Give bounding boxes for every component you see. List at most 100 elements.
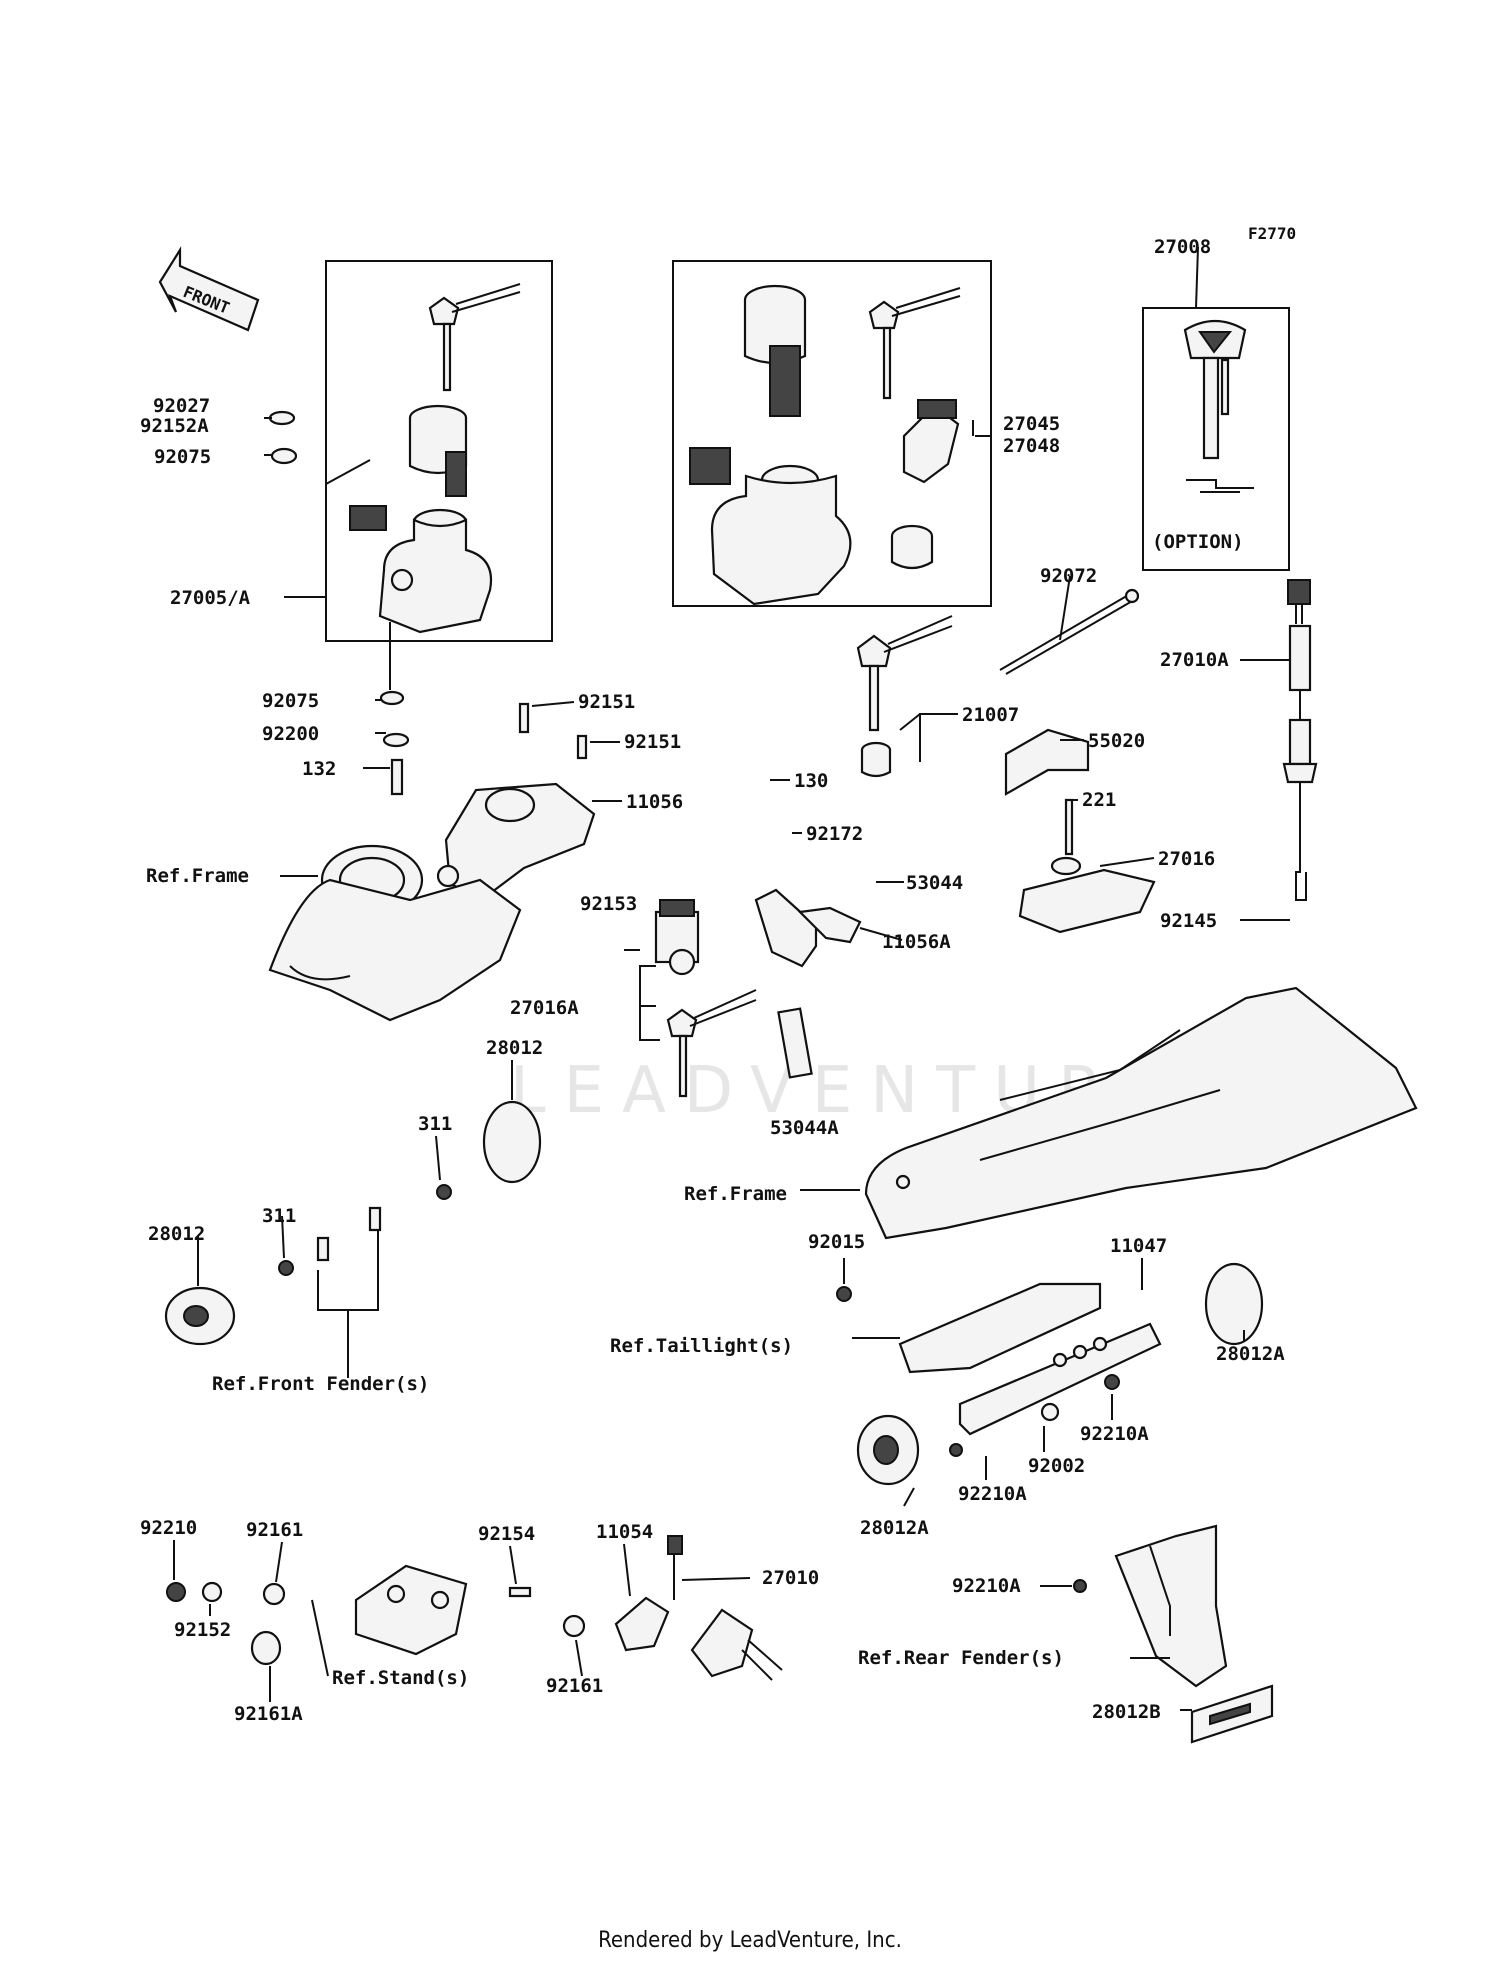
label-11054: 11054 — [596, 1521, 653, 1543]
rear-fender-icon — [1114, 1524, 1228, 1688]
helmet-lock-icon — [902, 399, 960, 484]
label-28012B: 28012B — [1092, 1701, 1161, 1723]
label-92161A: 92161A — [234, 1703, 303, 1725]
label-27010A: 27010A — [1160, 649, 1229, 671]
key-icon — [428, 283, 521, 392]
label-311-b: 311 — [262, 1205, 296, 1227]
nut-92210a-3-icon — [1073, 1579, 1087, 1593]
bolt-92154-icon — [508, 1586, 532, 1598]
bolt-head-icon — [268, 410, 296, 426]
washer-icon-2 — [379, 690, 405, 706]
label-28012A-left: 28012A — [860, 1517, 929, 1539]
label-92161-a: 92161 — [246, 1519, 303, 1541]
bracket-11056a-icon — [754, 888, 862, 968]
collar-92161-icon — [262, 1582, 286, 1606]
bracket-11047-icon — [898, 1282, 1162, 1436]
cap-icon — [890, 524, 934, 570]
label-55020: 55020 — [1088, 730, 1145, 752]
label-92151-b: 92151 — [624, 731, 681, 753]
label-92015: 92015 — [808, 1231, 865, 1253]
washer-92152-icon — [201, 1581, 223, 1603]
reflector-28012a-right-icon — [1204, 1262, 1264, 1346]
label-28012-top: 28012 — [486, 1037, 543, 1059]
label-311-a: 311 — [418, 1113, 452, 1135]
key-icon-2 — [868, 287, 961, 400]
label-ref-front-fender: Ref.Front Fender(s) — [212, 1373, 429, 1395]
footer-credit: Rendered by LeadVenture, Inc. — [598, 1928, 902, 1953]
seat-lock-cylinder-icon — [743, 284, 807, 417]
label-92210A-2: 92210A — [958, 1483, 1027, 1505]
label-92210: 92210 — [140, 1517, 197, 1539]
stud-icon-2 — [368, 1206, 382, 1232]
label-21007: 21007 — [962, 704, 1019, 726]
washer-icon — [270, 447, 298, 465]
label-28012-left: 28012 — [148, 1223, 205, 1245]
label-92210A-1: 92210A — [1080, 1423, 1149, 1445]
label-92145: 92145 — [1160, 910, 1217, 932]
label-92154: 92154 — [478, 1523, 535, 1545]
figure-code: F2770 — [1248, 224, 1296, 243]
label-92152A: 92152A — [140, 415, 209, 437]
label-ref-rear-fender: Ref.Rear Fender(s) — [858, 1647, 1064, 1669]
label-27005-a: 27005/A — [170, 587, 251, 609]
label-ref-stand: Ref.Stand(s) — [332, 1667, 469, 1689]
label-92200: 92200 — [262, 723, 319, 745]
label-27010: 27010 — [762, 1567, 819, 1589]
tool-53044a-icon — [777, 1007, 813, 1079]
key-27016a-icon — [666, 989, 757, 1098]
ignition-switch-icon — [349, 505, 493, 634]
label-27045: 27045 — [1003, 413, 1060, 435]
cable-tie-icon — [999, 593, 1131, 671]
ignition-switch-icon-2 — [689, 447, 852, 606]
label-ref-taillight: Ref.Taillight(s) — [610, 1335, 793, 1357]
sensor-icon — [1282, 579, 1318, 901]
bracket-11056-icon — [436, 782, 596, 900]
cover-55020-icon — [1004, 728, 1090, 796]
screw-icon — [518, 702, 530, 734]
label-28012A-right: 28012A — [1216, 1343, 1285, 1365]
nut-311-b-icon — [278, 1260, 294, 1276]
lock-27016a-icon — [654, 899, 700, 976]
label-11056: 11056 — [626, 791, 683, 813]
stand-bracket-icon — [354, 1564, 468, 1656]
frame-head-icon — [268, 844, 522, 1022]
label-92152: 92152 — [174, 1619, 231, 1641]
label-27008: 27008 — [1154, 236, 1211, 258]
reflector-28012-top-icon — [482, 1100, 542, 1184]
label-27016: 27016 — [1158, 848, 1215, 870]
label-92161-b: 92161 — [546, 1675, 603, 1697]
collar-92161a-icon — [250, 1630, 282, 1666]
screw-221-icon — [1064, 798, 1074, 856]
label-11047: 11047 — [1110, 1235, 1167, 1257]
bolt-92002-icon — [1040, 1402, 1060, 1422]
stud-icon — [316, 1236, 330, 1262]
label-option: (OPTION) — [1152, 531, 1244, 553]
label-92210A-3: 92210A — [952, 1575, 1021, 1597]
label-92075-b: 92075 — [262, 690, 319, 712]
nut-92210-icon — [166, 1582, 186, 1602]
screw-icon-2 — [576, 734, 588, 760]
switch-27010-icon — [667, 1535, 783, 1681]
front-arrow-icon: FRONT — [158, 246, 260, 332]
label-27016A: 27016A — [510, 997, 579, 1019]
key-21007-icon — [856, 615, 953, 778]
label-11056A: 11056A — [882, 931, 951, 953]
label-92153: 92153 — [580, 893, 637, 915]
label-92151-a: 92151 — [578, 691, 635, 713]
washer-icon-3 — [382, 732, 410, 748]
label-92027: 92027 — [153, 395, 210, 417]
nut-311-a-icon — [436, 1184, 452, 1200]
nut-92015-icon — [836, 1286, 852, 1302]
label-92072: 92072 — [1040, 565, 1097, 587]
option-key-icon — [1183, 320, 1254, 493]
label-ref-frame-right: Ref.Frame — [684, 1183, 787, 1205]
leader-lines — [173, 246, 1290, 1711]
lock-cylinder-icon — [408, 404, 468, 497]
collar-92161-b-icon — [562, 1614, 586, 1638]
label-53044A: 53044A — [770, 1117, 839, 1139]
lock-set-box — [672, 260, 992, 607]
nut-92210a-icon — [1104, 1374, 1120, 1390]
label-92172: 92172 — [806, 823, 863, 845]
ignition-kit-box — [325, 260, 553, 642]
